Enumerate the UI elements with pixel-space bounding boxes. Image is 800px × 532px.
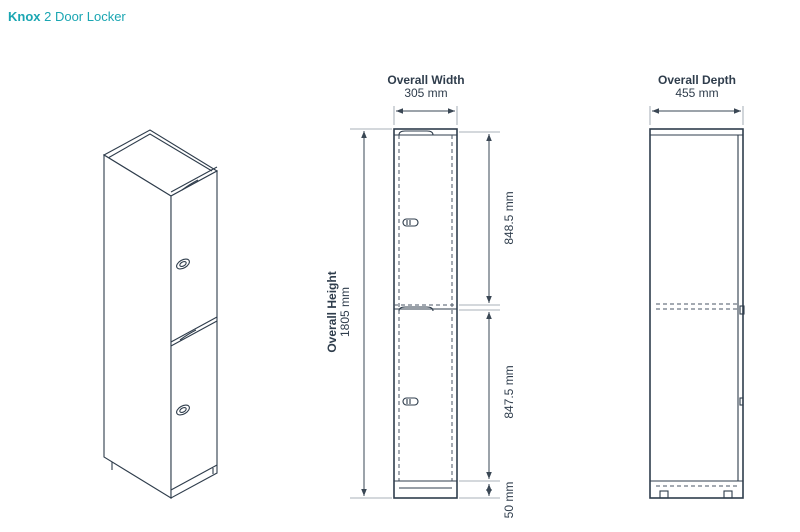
- isometric-locker: [102, 129, 219, 499]
- side-view: Overall Depth 455 mm: [649, 73, 745, 499]
- iso-lock-upper: [176, 258, 190, 270]
- iso-lock-lower: [176, 404, 190, 416]
- width-value: 305 mm: [404, 86, 447, 100]
- iso-side-face: [103, 154, 172, 499]
- depth-label: Overall Depth: [658, 73, 736, 87]
- title-brand: Knox: [8, 9, 41, 24]
- lower-door-value: 847.5 mm: [502, 365, 516, 418]
- page-title: Knox 2 Door Locker: [8, 9, 126, 24]
- side-body: [649, 128, 744, 499]
- front-lock-lower: [402, 397, 419, 406]
- front-lock-upper: [402, 218, 419, 227]
- upper-door-value: 848.5 mm: [502, 191, 516, 244]
- plinth-value: 50 mm: [502, 482, 516, 519]
- iso-door-split: [170, 320, 218, 347]
- front-body: [393, 128, 458, 499]
- title-product: 2 Door Locker: [40, 9, 126, 24]
- front-view: Overall Width 305 mm Overall Height 1805…: [325, 73, 516, 518]
- depth-value: 455 mm: [675, 86, 718, 100]
- iso-front-face: [170, 170, 218, 499]
- height-value: 1805 mm: [338, 287, 352, 337]
- height-label: Overall Height: [325, 271, 339, 352]
- width-label: Overall Width: [387, 73, 464, 87]
